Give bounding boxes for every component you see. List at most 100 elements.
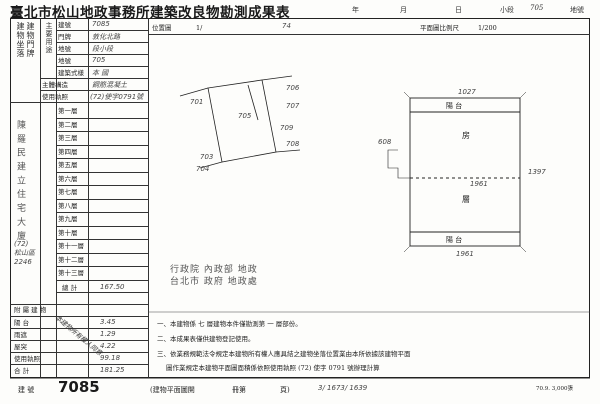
floor-plan — [387, 91, 527, 253]
row-label: 主體構造 — [42, 81, 68, 89]
side-label: 建物坐落 — [16, 22, 25, 58]
table-line — [10, 364, 148, 365]
floor-row-label: 第三層 — [58, 134, 78, 142]
footer-page-label: 冊第 — [232, 386, 246, 394]
table-line — [56, 171, 148, 173]
total-value: 181.25 — [100, 366, 125, 374]
row-value: 7085 — [92, 20, 110, 28]
footer-code: 3/ 1673/ 1639 — [318, 384, 368, 392]
plan-outline — [409, 97, 521, 247]
location-map-scale: 1/ — [196, 24, 203, 32]
attached-row-label: 屋突 — [14, 343, 27, 351]
table-line — [56, 279, 148, 281]
floor-row-label: 第十三層 — [58, 269, 84, 277]
note-3: 三、依業務規範法令規定本建物所有權人應具結之建物坐落位置業由本所依據該建物平面 — [157, 350, 411, 358]
location-map-no: 74 — [282, 22, 291, 30]
handwritten-side-note: (72) 松山區 2246 — [14, 240, 35, 266]
table-divider — [56, 18, 57, 378]
table-line — [56, 158, 148, 159]
lot-label: 709 — [280, 124, 294, 132]
lot-label: 706 — [286, 84, 300, 92]
plan-balcony-bottom: 陽 台 — [446, 236, 463, 244]
note-1: 一、本建物係 七 層建物本件僅勘測第 一 層部份。 — [157, 320, 302, 328]
header-month: 月 — [400, 6, 407, 14]
floor-row-label: 第八層 — [58, 201, 78, 210]
table-line — [56, 212, 148, 213]
floor-row-label: 第二層 — [58, 120, 78, 129]
note-2: 二、本成果表僅供建物登記使用。 — [157, 335, 255, 343]
table-divider — [148, 18, 149, 378]
plan-scale-value: 1/200 — [478, 24, 497, 32]
document-title: 臺北市松山地政事務所建築改良物勘測成果表 — [10, 5, 290, 21]
plan-mid-dim: 1961 — [470, 180, 488, 188]
lot-label: 701 — [190, 98, 204, 106]
table-line — [56, 54, 148, 55]
floor-row-label: 第四層 — [58, 147, 78, 156]
table-line — [10, 304, 148, 305]
table-divider — [88, 18, 89, 378]
subtotal-value: 167.50 — [100, 283, 125, 291]
plan-dim-top: 1027 — [458, 88, 476, 96]
table-line — [10, 352, 148, 353]
lot-label: 708 — [286, 140, 300, 148]
table-line — [56, 144, 148, 146]
footer-print-info: 70.9. 3,000張 — [536, 386, 573, 392]
lot-label: 703 — [200, 153, 214, 161]
row-label: 地號 — [58, 45, 71, 53]
attached-row-label: 陽 台 — [14, 319, 30, 327]
note-4: 圖作業規定本建物平面圖面積係依照使用執照 (72) 使字 0791 號辦理計算 — [166, 364, 380, 372]
lot-label: 707 — [286, 102, 300, 110]
floor-row-label: 第十一層 — [58, 242, 84, 250]
location-map-label: 位置圖 — [152, 24, 172, 32]
table-line — [56, 266, 148, 267]
attached-row-label: 雨遮 — [14, 331, 27, 339]
official-stamp-line-2: 台北市 政府 地政處 — [170, 277, 258, 287]
plan-dim-bottom: 1961 — [456, 250, 474, 258]
row-label: 建號 — [58, 21, 71, 29]
table-divider — [40, 18, 41, 378]
side-label: 主要用途 — [45, 22, 53, 54]
header-subsection: 小段 — [500, 6, 514, 14]
row-value: 敦化北路 — [92, 33, 120, 41]
table-line — [56, 66, 148, 67]
attached-label: 附 屬 建 物 — [14, 306, 47, 314]
table-line — [56, 239, 148, 240]
table-line — [56, 42, 148, 43]
row-label: 使用執照 — [42, 93, 68, 101]
location-map-sketch — [179, 75, 301, 169]
floor-row-label: 第九層 — [58, 215, 78, 223]
row-value: 705 — [92, 56, 106, 64]
row-label: 門牌 — [58, 33, 71, 41]
floor-row-label: 第七層 — [58, 188, 78, 196]
use-label: 使用執照 — [14, 355, 40, 363]
attached-row-value: 4.22 — [100, 342, 116, 350]
row-value: (72)使字0791號 — [90, 93, 144, 101]
side-label: 建物門牌 — [26, 22, 35, 58]
floor-row-label: 第十二層 — [58, 255, 84, 264]
plan-balcony-top: 陽 台 — [446, 102, 463, 110]
footer-page-label-2: 頁) — [280, 386, 290, 394]
attached-row-value: 1.29 — [100, 330, 116, 338]
table-line — [56, 117, 148, 119]
total-label: 合 計 — [14, 367, 30, 375]
table-line — [10, 328, 148, 329]
table-line — [56, 292, 148, 293]
attached-row-value: 3.45 — [100, 318, 116, 326]
footer-building-number: 7085 — [58, 378, 100, 396]
footer-label: 建 號 — [18, 386, 35, 394]
row-label: 地號 — [58, 57, 71, 65]
lot-outline — [207, 79, 277, 163]
subtotal-label: 總 計 — [62, 284, 78, 292]
map-header-line — [148, 34, 590, 35]
table-line — [56, 252, 148, 254]
table-line — [56, 30, 148, 31]
row-value: 本 國 — [92, 69, 109, 77]
row-value: 鋼筋混凝土 — [92, 81, 127, 89]
header-lot-label: 地號 — [570, 6, 584, 14]
header-lot-number: 705 — [530, 4, 544, 12]
floor-row-label: 第一層 — [58, 107, 78, 115]
table-line — [56, 131, 148, 132]
row-value: 段小段 — [92, 45, 113, 53]
